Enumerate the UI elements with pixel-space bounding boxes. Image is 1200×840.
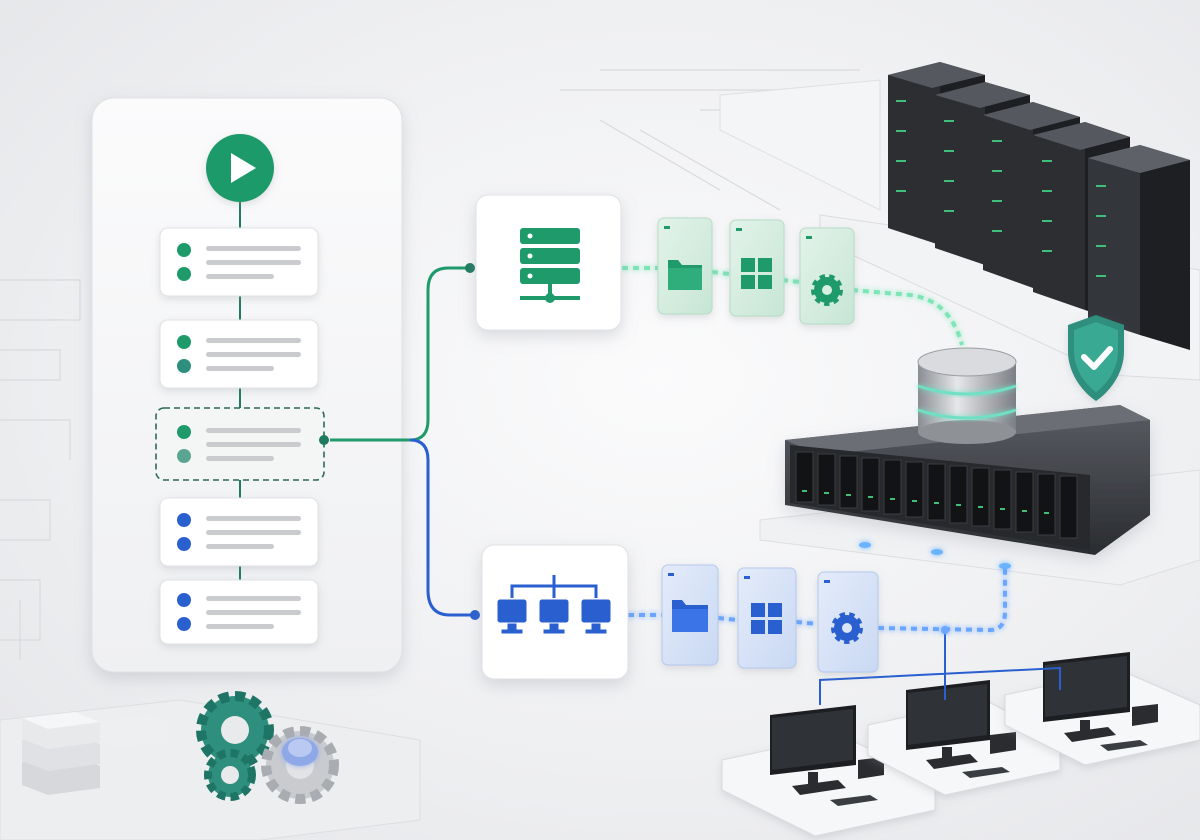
step-dot-icon bbox=[177, 267, 191, 281]
drive-lights bbox=[802, 490, 1049, 514]
connector-node bbox=[470, 610, 480, 620]
play-icon bbox=[231, 153, 256, 183]
play-button[interactable] bbox=[206, 134, 274, 202]
step-dot-icon bbox=[177, 359, 191, 373]
green-folder-card[interactable] bbox=[657, 217, 713, 315]
green-gear-card[interactable] bbox=[799, 227, 855, 325]
step-dot-icon bbox=[177, 617, 191, 631]
gear-icon bbox=[831, 612, 863, 644]
folder-icon bbox=[668, 260, 702, 290]
junction-node bbox=[941, 626, 949, 634]
stacked-blocks bbox=[22, 712, 168, 795]
drive-bays bbox=[795, 451, 1078, 539]
workstation-3 bbox=[1004, 652, 1200, 766]
step-dot-icon bbox=[177, 513, 191, 527]
server-hub-card[interactable] bbox=[475, 194, 622, 331]
step-dot-icon bbox=[177, 537, 191, 551]
database-icon bbox=[917, 347, 1017, 444]
platform-lights bbox=[859, 542, 1011, 569]
step-dot-icon bbox=[177, 425, 191, 439]
blue-data-flow bbox=[628, 566, 1007, 633]
gear-icon bbox=[811, 274, 843, 306]
workflow-step-3-selected[interactable] bbox=[155, 407, 329, 481]
connector-node bbox=[465, 263, 475, 273]
workstation-1 bbox=[721, 705, 936, 837]
windows-icon bbox=[751, 603, 782, 634]
step-dot-icon bbox=[177, 243, 191, 257]
blue-branch-connector bbox=[409, 438, 475, 617]
blue-windows-card[interactable] bbox=[737, 567, 797, 669]
workflow-step-5[interactable] bbox=[159, 579, 319, 645]
server-tower bbox=[1088, 145, 1190, 350]
shield-check-icon bbox=[1068, 315, 1124, 401]
workflow-panel bbox=[91, 97, 403, 673]
gear-cluster bbox=[196, 691, 339, 804]
folder-icon bbox=[672, 600, 708, 632]
workflow-step-1[interactable] bbox=[159, 227, 319, 297]
server-status-lights bbox=[896, 100, 1106, 277]
green-gear-small bbox=[204, 749, 256, 801]
connector-node[interactable] bbox=[319, 435, 329, 445]
windows-icon bbox=[741, 258, 772, 289]
network-hub-card[interactable] bbox=[481, 544, 629, 680]
blue-folder-card[interactable] bbox=[661, 564, 719, 666]
network-icon bbox=[497, 575, 611, 634]
workflow-step-2[interactable] bbox=[159, 319, 319, 389]
workstation-network-lines bbox=[819, 630, 1061, 705]
back-panel bbox=[719, 79, 881, 211]
green-branch-connector bbox=[330, 266, 470, 442]
glow-button bbox=[282, 738, 318, 766]
workflow-step-4[interactable] bbox=[159, 497, 319, 567]
step-dot-icon bbox=[177, 335, 191, 349]
server-rack-icon bbox=[520, 228, 580, 303]
step-dot-icon bbox=[177, 449, 191, 463]
green-windows-card[interactable] bbox=[729, 219, 785, 317]
blue-gear-card[interactable] bbox=[817, 571, 879, 673]
server-cluster bbox=[888, 62, 1190, 350]
step-dot-icon bbox=[177, 593, 191, 607]
storage-nas bbox=[785, 405, 1150, 555]
